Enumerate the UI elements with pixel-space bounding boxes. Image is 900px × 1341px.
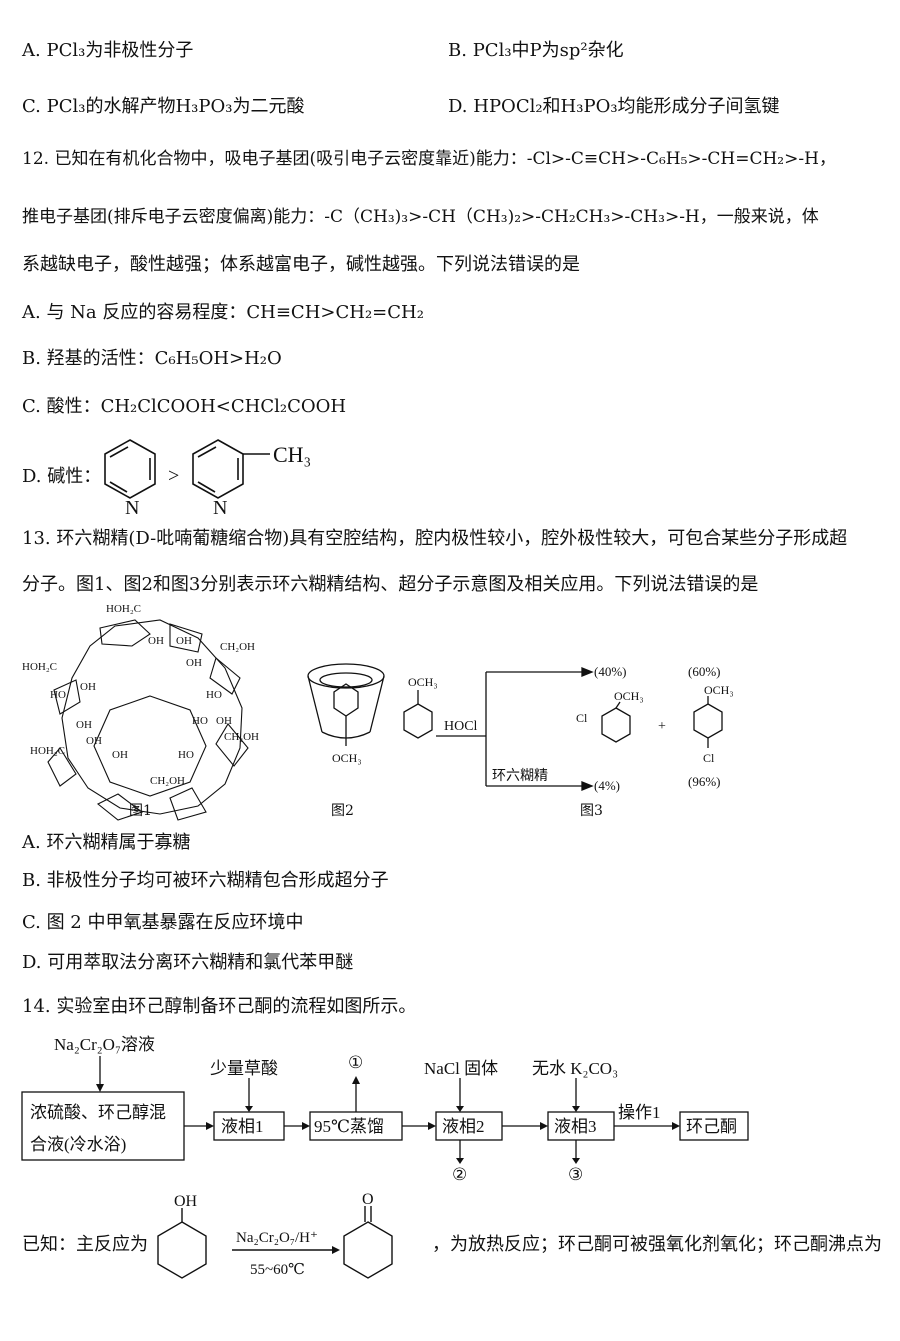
fig3-product1-cl: Cl <box>576 711 588 725</box>
fig3-pct-top-left: (40%) <box>594 664 627 679</box>
q11-option-d: D. HPOCl₂和H₃PO₃均能形成分子间氢键 <box>448 96 780 117</box>
fig1-label-11: OH <box>216 715 232 727</box>
fig1-label-12: CH₂OH <box>224 731 259 743</box>
q14-known-tail: ，为放热反应；环己酮可被强氧化剂氧化；环己酮沸点为 <box>432 1234 882 1255</box>
q11-option-a: A. PCl₃为非极性分子 <box>22 40 194 61</box>
q11-option-b: B. PCl₃中P为sp²杂化 <box>448 40 624 61</box>
figure2-caption: 图2 <box>331 803 354 819</box>
figure3-caption: 图3 <box>580 803 603 819</box>
fig1-label-16: CH₂OH <box>150 775 185 787</box>
fig1-label-6: OH <box>186 657 202 669</box>
methylpyridine-n-label: N <box>213 497 227 519</box>
flow-box-liquid1: 液相1 <box>221 1117 264 1136</box>
fig3-plus: + <box>658 719 666 734</box>
q12-stem-line2: 推电子基团(排斥电子云密度偏离)能力：-C（CH₃)₃>-CH（CH₃)₂>-C… <box>22 207 819 227</box>
fig3-pct-bottom-left: (4%) <box>594 778 620 793</box>
flow-box-product: 环己酮 <box>686 1117 737 1136</box>
fig3-pct-top-right: (60%) <box>688 664 721 679</box>
flow-step1-reagent: 少量草酸 <box>210 1059 278 1078</box>
figure3-reaction-scheme: OCH₃ HOCl 环六糊精 (40%) (60%) (4%) (96%) OC… <box>403 664 734 793</box>
flow-reagent-top: Na₂Cr₂O₇溶液 <box>54 1035 155 1054</box>
fig2-methoxy-label: OCH₃ <box>332 751 362 765</box>
flow-box-liquid3: 液相3 <box>554 1117 597 1136</box>
fig1-label-17: OH <box>86 735 102 747</box>
q14-main-reaction: OH O Na₂Cr₂O₇/H⁺ 55~60℃ <box>157 1192 393 1279</box>
flow-start-box-line2: 合液(冷水浴) <box>30 1135 126 1154</box>
flow-output2: ② <box>452 1165 467 1184</box>
q12-stem-line1: 12. 已知在有机化合物中，吸电子基团(吸引电子云密度靠近)能力：-Cl>-C≡… <box>22 149 836 169</box>
fig1-label-4: HOH₂C <box>22 661 57 673</box>
flow-step3-reagent: NaCl 固体 <box>424 1059 498 1078</box>
fig3-reactant-label: OCH₃ <box>408 675 438 689</box>
figure1-cyclodextrin: HOH₂C OH OH CH₂OH HOH₂C OH OH HO HO OH H… <box>22 603 259 821</box>
product-carbonyl-label: O <box>362 1192 374 1208</box>
fig1-label-1: OH <box>148 635 164 647</box>
pyridine-comparison-structures: N > N CH₃ <box>104 439 311 519</box>
fig3-reagent: HOCl <box>444 719 478 734</box>
fig1-label-2: OH <box>176 635 192 647</box>
fig3-product2-methoxy: OCH₃ <box>704 683 734 697</box>
fig3-pct-bottom-right: (96%) <box>688 774 721 789</box>
q12-option-d-label: D. 碱性： <box>22 466 102 487</box>
reactant-hydroxyl-label: OH <box>174 1193 198 1210</box>
fig1-label-8: HO <box>50 689 66 701</box>
q13-option-b: B. 非极性分子均可被环六糊精包合形成超分子 <box>22 870 389 891</box>
flow-output3: ③ <box>568 1165 583 1184</box>
fig1-label-3: CH₂OH <box>220 641 255 653</box>
methyl-group-label: CH₃ <box>273 442 311 467</box>
greater-than-sign: > <box>168 465 179 487</box>
fig1-label-10: HO <box>192 715 208 727</box>
q14-stem: 14. 实验室由环己醇制备环己酮的流程如图所示。 <box>22 996 417 1017</box>
q13-option-a: A. 环六糊精属于寡糖 <box>22 832 191 853</box>
q12-stem-line3: 系越缺电子，酸性越强；体系越富电子，碱性越强。下列说法错误的是 <box>22 254 580 275</box>
fig1-label-5: OH <box>80 681 96 693</box>
flow-step4-reagent: 无水 K₂CO₃ <box>532 1059 618 1078</box>
q12-option-b: B. 羟基的活性：C₆H₅OH>H₂O <box>22 348 282 369</box>
reaction-condition-bottom: 55~60℃ <box>250 1262 305 1278</box>
q13-stem-line1: 13. 环六糊精(D-吡喃葡糖缩合物)具有空腔结构，腔内极性较小，腔外极性较大，… <box>22 528 848 549</box>
flow-box-liquid2: 液相2 <box>442 1117 485 1136</box>
fig3-catalyst: 环六糊精 <box>492 768 548 784</box>
fig1-label-15: HO <box>178 749 194 761</box>
q12-option-c: C. 酸性：CH₂ClCOOH<CHCl₂COOH <box>22 396 347 417</box>
methylpyridine-structure <box>192 439 270 499</box>
q11-option-c: C. PCl₃的水解产物H₃PO₃为二元酸 <box>22 96 305 117</box>
figure1-caption: 图1 <box>129 803 152 819</box>
q13-option-d: D. 可用萃取法分离环六糊精和氯代苯甲醚 <box>22 952 354 973</box>
fig1-label-14: OH <box>112 749 128 761</box>
fig3-product2-cl: Cl <box>703 751 715 765</box>
fig1-label-0: HOH₂C <box>106 603 141 615</box>
fig1-label-9: OH <box>76 719 92 731</box>
figure2-supramolecule: OCH₃ <box>307 663 385 765</box>
flow-box-distill: 95℃蒸馏 <box>314 1117 384 1136</box>
pyridine-structure <box>104 439 156 499</box>
flow-start-box-line1: 浓硫酸、环己醇混 <box>30 1103 166 1122</box>
q14-known-label: 已知：主反应为 <box>22 1234 148 1255</box>
q13-stem-line2: 分子。图1、图2和图3分别表示环六糊精结构、超分子示意图及相关应用。下列说法错误… <box>22 574 759 595</box>
pyridine-n-label: N <box>125 497 139 519</box>
flow-output1: ① <box>348 1053 363 1072</box>
flow-operation1: 操作1 <box>618 1103 661 1122</box>
reaction-condition-top: Na₂Cr₂O₇/H⁺ <box>236 1230 318 1246</box>
fig1-label-13: HOH₂C <box>30 745 65 757</box>
q14-flowchart: Na₂Cr₂O₇溶液 浓硫酸、环己醇混 合液(冷水浴) 少量草酸 液相1 95℃… <box>21 1035 749 1184</box>
q12-option-a: A. 与 Na 反应的容易程度：CH≡CH>CH₂=CH₂ <box>22 302 424 323</box>
q13-option-c: C. 图 2 中甲氧基暴露在反应环境中 <box>22 912 304 933</box>
fig3-product1-methoxy: OCH₃ <box>614 689 644 703</box>
fig1-label-7: HO <box>206 689 222 701</box>
